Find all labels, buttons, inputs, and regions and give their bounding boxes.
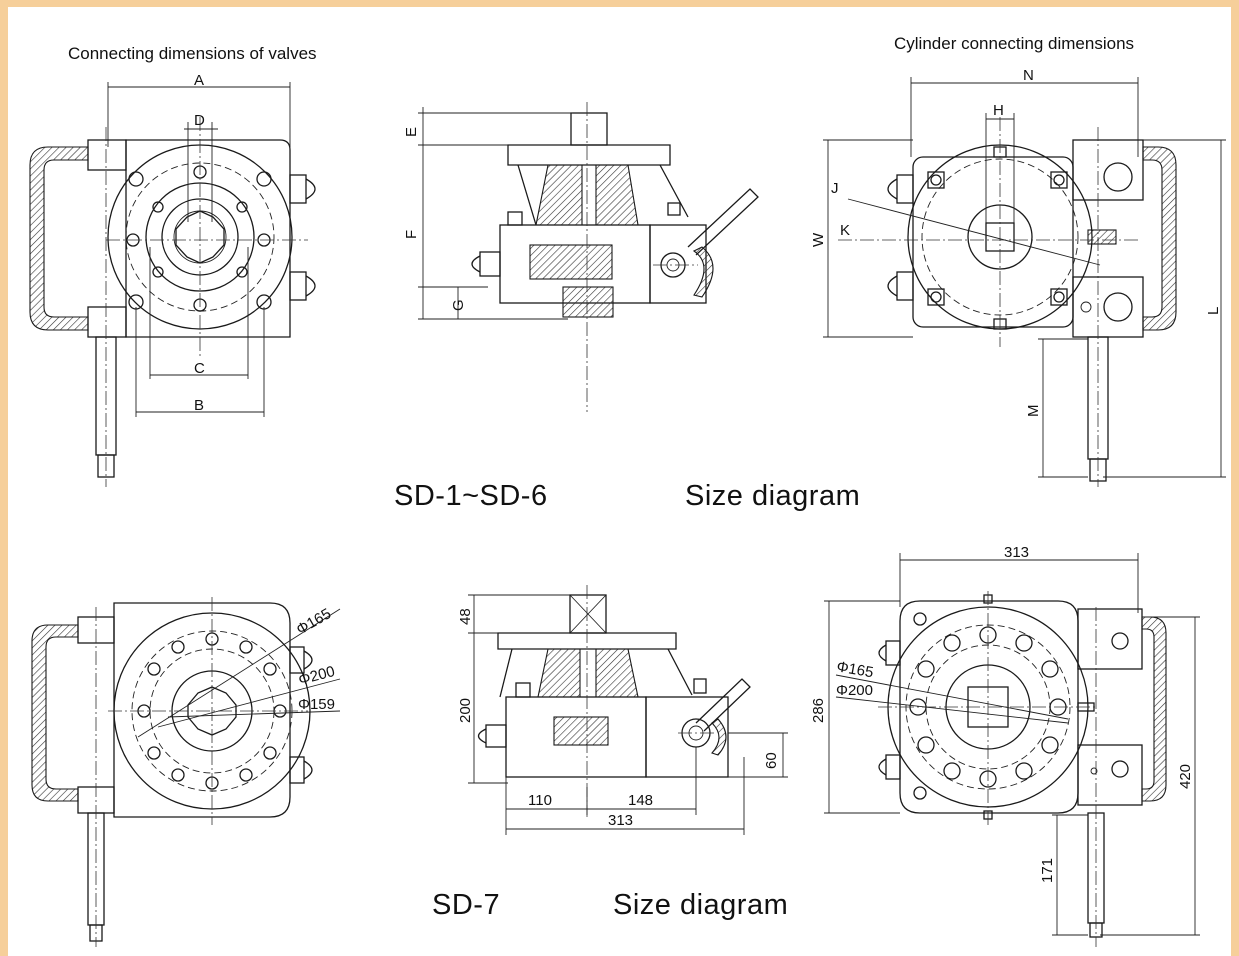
side-view-top: E F G [403,102,759,412]
dim-c: C [194,360,205,377]
cylinder-view-bottom: Φ165 Φ200 313 286 420 171 [810,544,1200,947]
top-size-diagram-title: Size diagram [685,480,860,512]
valve-flange-view-bottom: Φ165 Φ200 Φ159 [31,597,341,947]
dim-phi165-right: Φ165 [835,658,874,681]
bottom-model-label: SD-7 [432,889,500,921]
dim-a: A [194,72,204,89]
bottom-size-diagram-title: Size diagram [613,889,788,921]
dim-phi159-left: Φ159 [298,696,335,713]
dim-48: 48 [457,608,474,625]
dim-171: 171 [1039,858,1056,883]
valve-flange-view-top: Connecting dimensions of valves [29,44,317,487]
dim-phi200-right: Φ200 [836,682,873,699]
dim-k: K [840,222,850,239]
dim-200: 200 [457,698,474,723]
dim-h: H [993,102,1004,119]
side-view-bottom: 48 200 60 110 148 313 [457,585,788,835]
dim-n: N [1023,67,1034,84]
cylinder-view-top: Cylinder connecting dimensions [810,34,1226,487]
dim-d: D [194,112,205,129]
drawing-sheet: Connecting dimensions of valves [8,7,1231,956]
top-model-label: SD-1~SD-6 [394,480,548,512]
dim-286: 286 [810,698,827,723]
dim-l: L [1205,307,1222,315]
dim-j: J [831,180,839,197]
dim-m: M [1025,405,1042,418]
dim-g: G [450,299,467,311]
dim-60: 60 [763,752,780,769]
dim-110: 110 [528,792,552,809]
caption-valve-connect: Connecting dimensions of valves [68,44,317,63]
dim-e: E [403,127,420,137]
dim-b: B [194,397,204,414]
dim-phi165-left: Φ165 [294,605,335,638]
dim-420: 420 [1177,764,1194,789]
caption-cyl-connect: Cylinder connecting dimensions [894,34,1134,53]
dim-f: F [403,230,420,239]
dim-313-side: 313 [608,812,633,829]
dim-148: 148 [628,792,653,809]
technical-drawing: Connecting dimensions of valves [29,34,1226,947]
dim-w: W [810,232,827,247]
dim-313-top: 313 [1004,544,1029,561]
